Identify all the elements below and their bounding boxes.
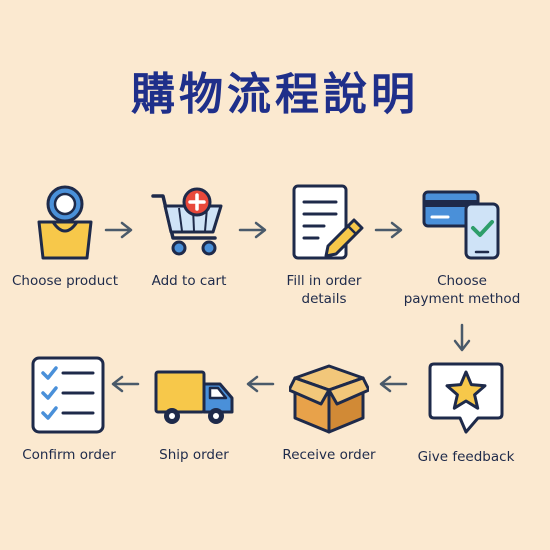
step-confirm-order: Confirm order xyxy=(4,356,134,464)
step-label: Give feedback xyxy=(417,449,515,465)
step-receive-order: Receive order xyxy=(264,356,394,464)
step-ship-order: Ship order xyxy=(129,356,259,464)
step-label: Fill in order details xyxy=(286,273,362,307)
arrow-left-icon xyxy=(246,375,275,393)
card-phone-icon xyxy=(422,190,500,260)
checklist-icon xyxy=(31,356,105,434)
arrow-down-icon xyxy=(453,323,471,352)
step-label: Confirm order xyxy=(22,447,116,463)
step-label: Ship order xyxy=(159,447,229,463)
step-label: Choose payment method xyxy=(403,273,521,307)
step-label: Add to cart xyxy=(151,273,227,289)
delivery-truck-icon xyxy=(154,370,234,424)
arrow-left-icon xyxy=(379,375,408,393)
arrow-right-icon xyxy=(374,221,403,239)
arrow-right-icon xyxy=(104,221,133,239)
step-give-feedback: Give feedback xyxy=(401,358,531,466)
step-choose-payment-method: Choose payment method xyxy=(397,182,527,308)
shopping-bag-icon xyxy=(37,185,93,260)
document-pen-icon xyxy=(292,184,364,260)
arrow-right-icon xyxy=(238,221,267,239)
step-label: Choose product xyxy=(11,273,119,289)
step-choose-product: Choose product xyxy=(0,182,130,290)
star-speech-bubble-icon xyxy=(428,362,504,434)
cart-add-icon xyxy=(151,187,223,256)
step-fill-order-details: Fill in order details xyxy=(259,182,389,308)
page-title: 購物流程說明 xyxy=(131,69,419,120)
step-label: Receive order xyxy=(282,447,376,463)
open-box-icon xyxy=(289,364,369,434)
arrow-left-icon xyxy=(111,375,140,393)
step-add-to-cart: Add to cart xyxy=(124,182,254,290)
